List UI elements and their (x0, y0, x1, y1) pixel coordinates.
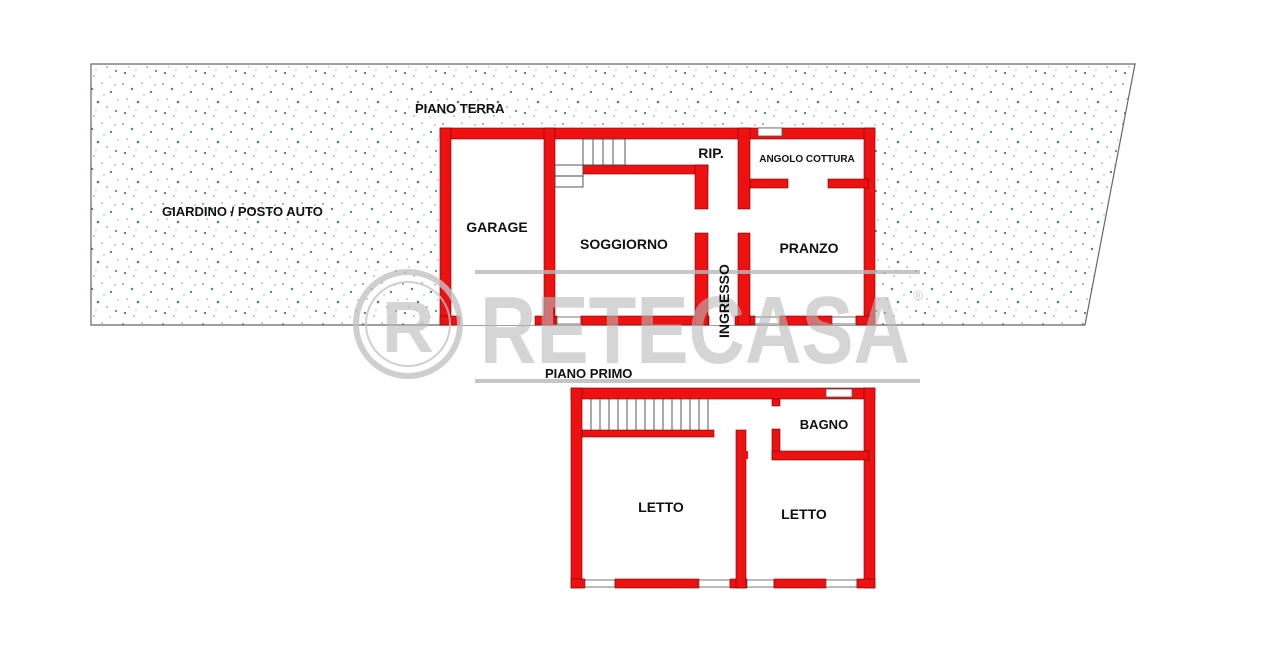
room-label-soggiorno: SOGGIORNO (580, 236, 668, 252)
first-floor-title: PIANO PRIMO (545, 366, 632, 381)
ground-floor-title: PIANO TERRA (415, 101, 505, 116)
room-label-letto-1: LETTO (638, 499, 684, 515)
room-label-angolo-cottura: ANGOLO COTTURA (759, 154, 855, 165)
watermark-registered: ® (913, 287, 924, 303)
watermark-brand: RETECASA (480, 277, 910, 384)
room-label-ripostiglio: RIP. (698, 145, 723, 161)
room-label-letto-2: LETTO (781, 506, 827, 522)
room-label-garage: GARAGE (466, 219, 527, 235)
room-label-bagno: BAGNO (800, 417, 848, 432)
retecasa-watermark: R RETECASA ® (353, 269, 924, 384)
first-floor-plan (570, 387, 876, 589)
stairs-first (590, 399, 709, 430)
stairs-ground (554, 138, 626, 188)
room-label-pranzo: PRANZO (779, 240, 838, 256)
garden-label: GIARDINO / POSTO AUTO (162, 204, 323, 219)
watermark-r-logo: R (382, 288, 434, 368)
room-label-ingresso: INGRESSO (716, 264, 732, 338)
